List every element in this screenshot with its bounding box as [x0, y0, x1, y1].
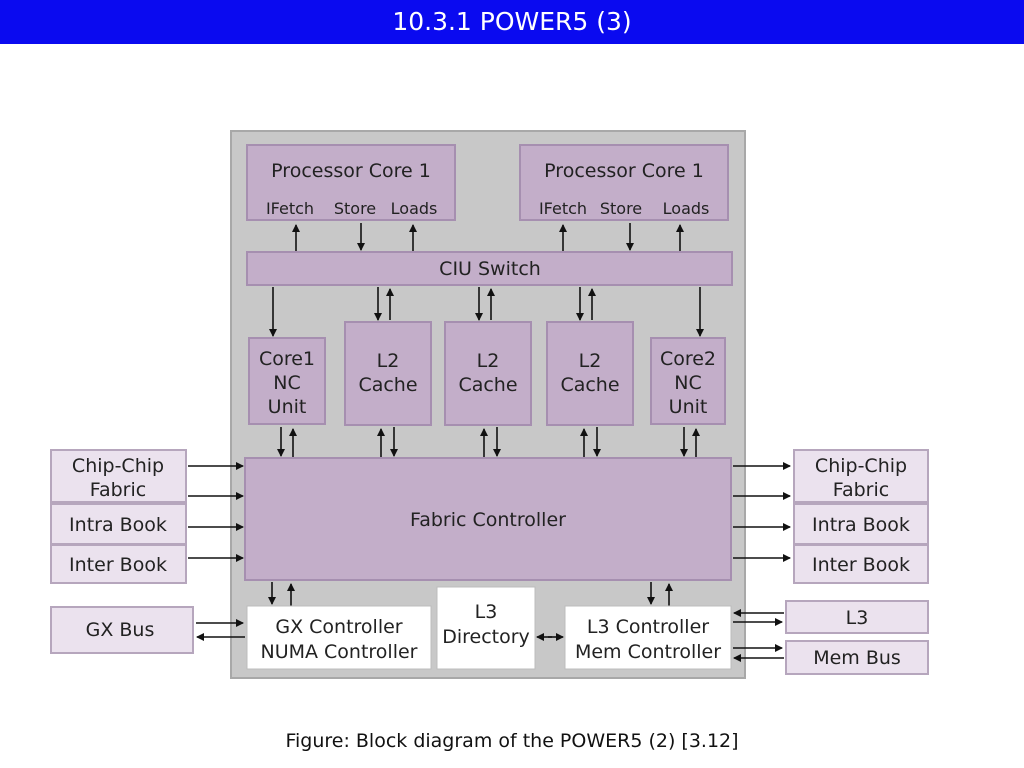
- right-intra-book-label: Intra Book: [812, 514, 910, 536]
- l2-cache-1: L2 Cache: [344, 321, 432, 426]
- l2-cache-1-line1: L2: [377, 350, 400, 372]
- gx-numa-controller: GX Controller NUMA Controller: [246, 605, 432, 670]
- ciu-switch: CIU Switch: [246, 251, 733, 286]
- ciu-row-arrows: [269, 287, 704, 337]
- left-inter-book: Inter Book: [50, 544, 187, 584]
- l3-directory: L3 Directory: [436, 586, 536, 670]
- left-chip-chip-line2: Fabric: [90, 479, 146, 501]
- left-chip-chip-line1: Chip-Chip: [72, 455, 164, 477]
- left-fabric-arrows: [188, 462, 244, 562]
- left-inter-book-label: Inter Book: [69, 554, 167, 576]
- processor-core-left: Processor Core 1 IFetch Store Loads: [246, 144, 456, 221]
- row-fabric-arrows: [277, 427, 700, 458]
- right-chip-chip-line1: Chip-Chip: [815, 455, 907, 477]
- mem-bus-label: Mem Bus: [813, 647, 901, 669]
- gx-controller-line1: GX Controller: [275, 616, 402, 638]
- left-intra-book-label: Intra Book: [69, 514, 167, 536]
- core-right-port-ifetch: IFetch: [539, 199, 587, 218]
- right-intra-book: Intra Book: [793, 503, 929, 545]
- core2-nc-line1: Core2: [660, 348, 716, 370]
- right-l3: L3: [785, 600, 929, 634]
- l2-cache-2-line1: L2: [477, 350, 500, 372]
- core-left-port-ifetch: IFetch: [266, 199, 314, 218]
- core-left-port-loads: Loads: [391, 199, 438, 218]
- core-right-name: Processor Core 1: [544, 160, 704, 182]
- core2-nc-line2: NC: [674, 372, 701, 394]
- l2-cache-3-line1: L2: [579, 350, 602, 372]
- core-left-name: Processor Core 1: [271, 160, 431, 182]
- right-chip-chip-fabric: Chip-Chip Fabric: [793, 449, 929, 503]
- figure-caption: Figure: Block diagram of the POWER5 (2) …: [285, 730, 739, 752]
- gx-bus-label: GX Bus: [86, 619, 155, 641]
- core-right-port-loads: Loads: [663, 199, 710, 218]
- right-inter-book-label: Inter Book: [812, 554, 910, 576]
- gx-controller-line2: NUMA Controller: [260, 641, 417, 663]
- l2-cache-3: L2 Cache: [546, 321, 634, 426]
- left-chip-chip-fabric: Chip-Chip Fabric: [50, 449, 187, 503]
- fabric-right-arrows: [733, 462, 791, 562]
- right-chip-chip-line2: Fabric: [833, 479, 889, 501]
- core1-nc-line2: NC: [273, 372, 300, 394]
- gx-bus: GX Bus: [50, 606, 194, 654]
- core1-nc-line1: Core1: [259, 348, 315, 370]
- l3-directory-line1: L3: [475, 601, 498, 623]
- ciu-switch-label: CIU Switch: [439, 258, 541, 280]
- l3-directory-line2: Directory: [442, 626, 530, 648]
- fabric-controller-label: Fabric Controller: [410, 509, 566, 531]
- left-intra-book: Intra Book: [50, 503, 187, 545]
- slide-title: 10.3.1 POWER5 (3): [0, 0, 1024, 44]
- gx-bus-arrows: [196, 619, 245, 641]
- core1-nc-unit: Core1 NC Unit: [248, 337, 326, 425]
- right-inter-book: Inter Book: [793, 544, 929, 584]
- fabric-controller: Fabric Controller: [244, 457, 732, 581]
- l2-cache-3-line2: Cache: [560, 374, 619, 396]
- right-l3-label: L3: [846, 607, 869, 629]
- l2-cache-1-line2: Cache: [358, 374, 417, 396]
- l2-cache-2: L2 Cache: [444, 321, 532, 426]
- fabric-bottom-arrows: [268, 582, 673, 606]
- core-right-port-store: Store: [600, 199, 642, 218]
- mem-bus: Mem Bus: [785, 640, 929, 675]
- l3-membus-arrows: [733, 609, 784, 662]
- core2-nc-unit: Core2 NC Unit: [650, 337, 726, 425]
- l3-controller-line1: L3 Controller: [587, 616, 709, 638]
- core-left-port-store: Store: [334, 199, 376, 218]
- l3-mem-controller: L3 Controller Mem Controller: [564, 605, 732, 670]
- l2-cache-2-line2: Cache: [458, 374, 517, 396]
- core-ciu-arrows: [292, 223, 684, 252]
- processor-core-right: Processor Core 1 IFetch Store Loads: [519, 144, 729, 221]
- core1-nc-line3: Unit: [268, 396, 307, 418]
- core2-nc-line3: Unit: [669, 396, 708, 418]
- l3-controller-line2: Mem Controller: [575, 641, 721, 663]
